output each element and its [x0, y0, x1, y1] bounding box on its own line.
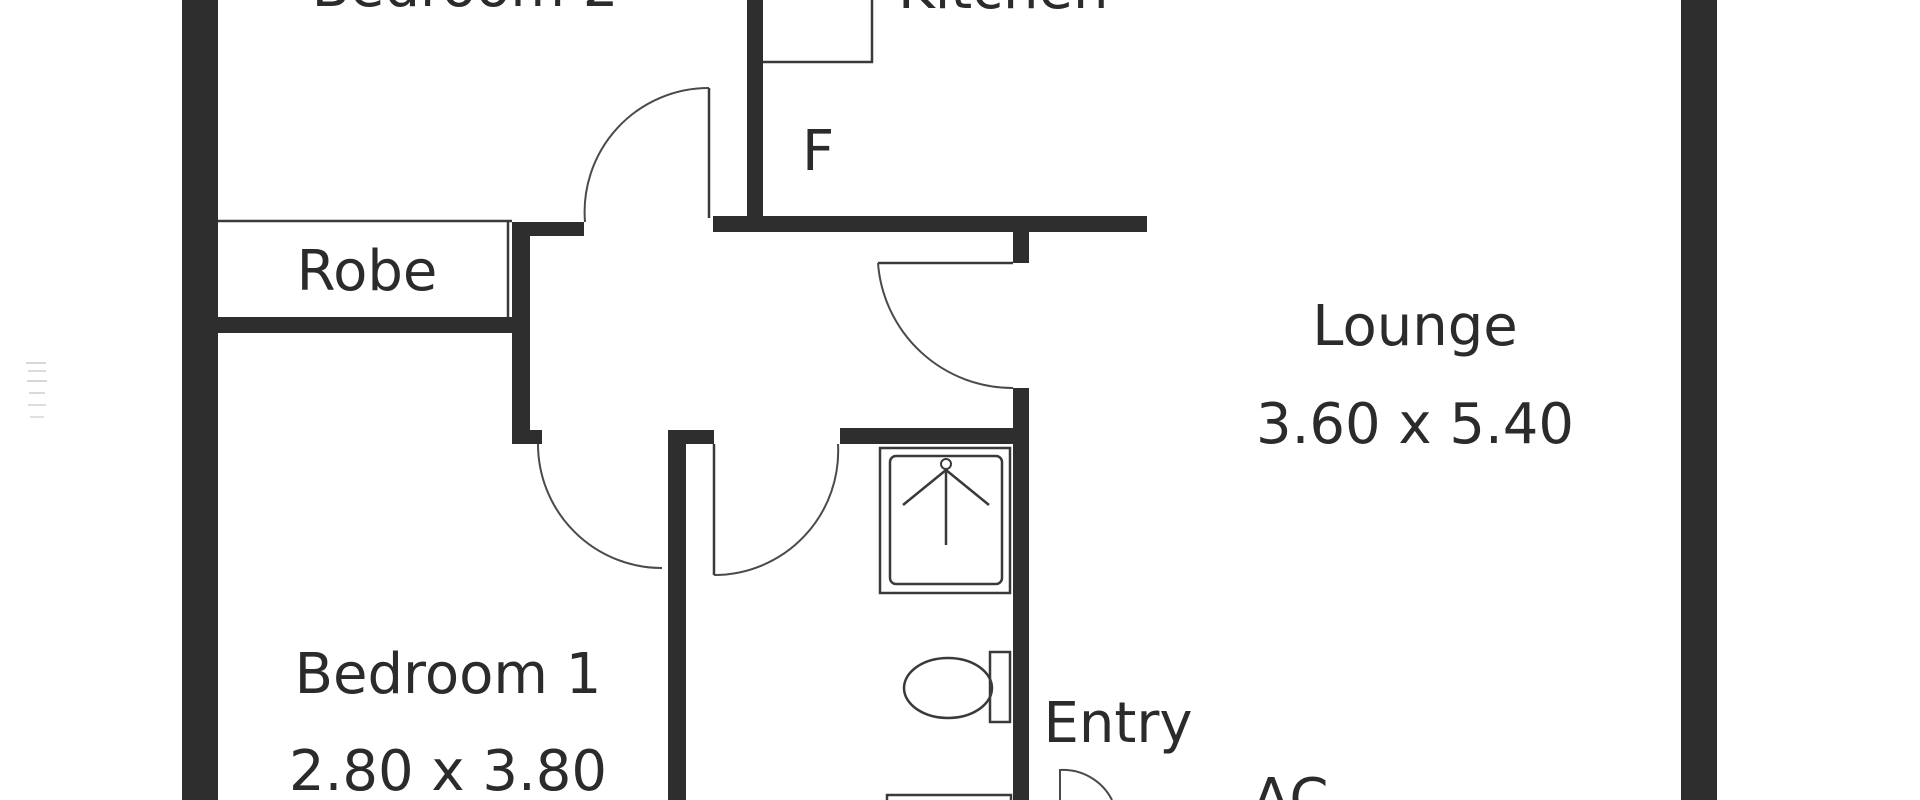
- hall-wall-left-upper: [512, 222, 530, 444]
- toilet-icon: [902, 656, 994, 720]
- bathroom-wall-right: [1013, 388, 1029, 800]
- thin-walls: [218, 0, 1013, 575]
- door-entry-swing: [1059, 768, 1113, 800]
- doors: [537, 86, 1113, 800]
- room-labels: Bedroom 2 Kitchen F Robe Lounge 3.60 x 5…: [289, 0, 1574, 800]
- door-bedroom2-swing: [583, 86, 710, 223]
- robe-wall-bottom: [218, 317, 512, 333]
- room-label-bedroom2: Bedroom 2: [312, 0, 619, 20]
- vanity-icon: [885, 793, 1013, 800]
- bathroom-wall-top: [840, 428, 1016, 444]
- room-label-bedroom1: Bedroom 1: [295, 642, 602, 707]
- door-hall-left-swing: [537, 443, 663, 569]
- shower-icon: [878, 446, 1012, 595]
- room-label-kitchen: Kitchen: [898, 0, 1108, 22]
- room-label-entry: Entry: [1044, 691, 1193, 756]
- room-label-robe: Robe: [297, 239, 438, 304]
- scan-mark: [26, 362, 47, 418]
- door-lounge-swing: [877, 262, 1014, 390]
- kitchen-wall-left: [747, 0, 763, 228]
- bathroom-fixtures: [878, 446, 1013, 800]
- room-label-lounge: Lounge: [1312, 294, 1517, 359]
- fridge-label: F: [802, 119, 834, 184]
- hall-wall-top-stub: [512, 222, 584, 236]
- hall-wall-foot: [512, 430, 542, 444]
- outer-wall-right: [1681, 0, 1717, 800]
- wall-stub-lounge: [1013, 216, 1029, 263]
- room-size-bedroom1: 2.80 x 3.80: [289, 739, 607, 800]
- room-size-lounge: 3.60 x 5.40: [1256, 392, 1574, 457]
- bedroom1-wall-right: [668, 430, 686, 800]
- outer-wall-left: [182, 0, 218, 800]
- door-bedroom1-swing: [713, 443, 840, 577]
- bedroom1-wall-top-stub: [668, 430, 714, 444]
- walls: [182, 0, 1717, 800]
- kitchen-wall-bottom: [713, 216, 1147, 232]
- kitchen-bench: [763, 0, 874, 64]
- ac-label: AC: [1252, 767, 1328, 800]
